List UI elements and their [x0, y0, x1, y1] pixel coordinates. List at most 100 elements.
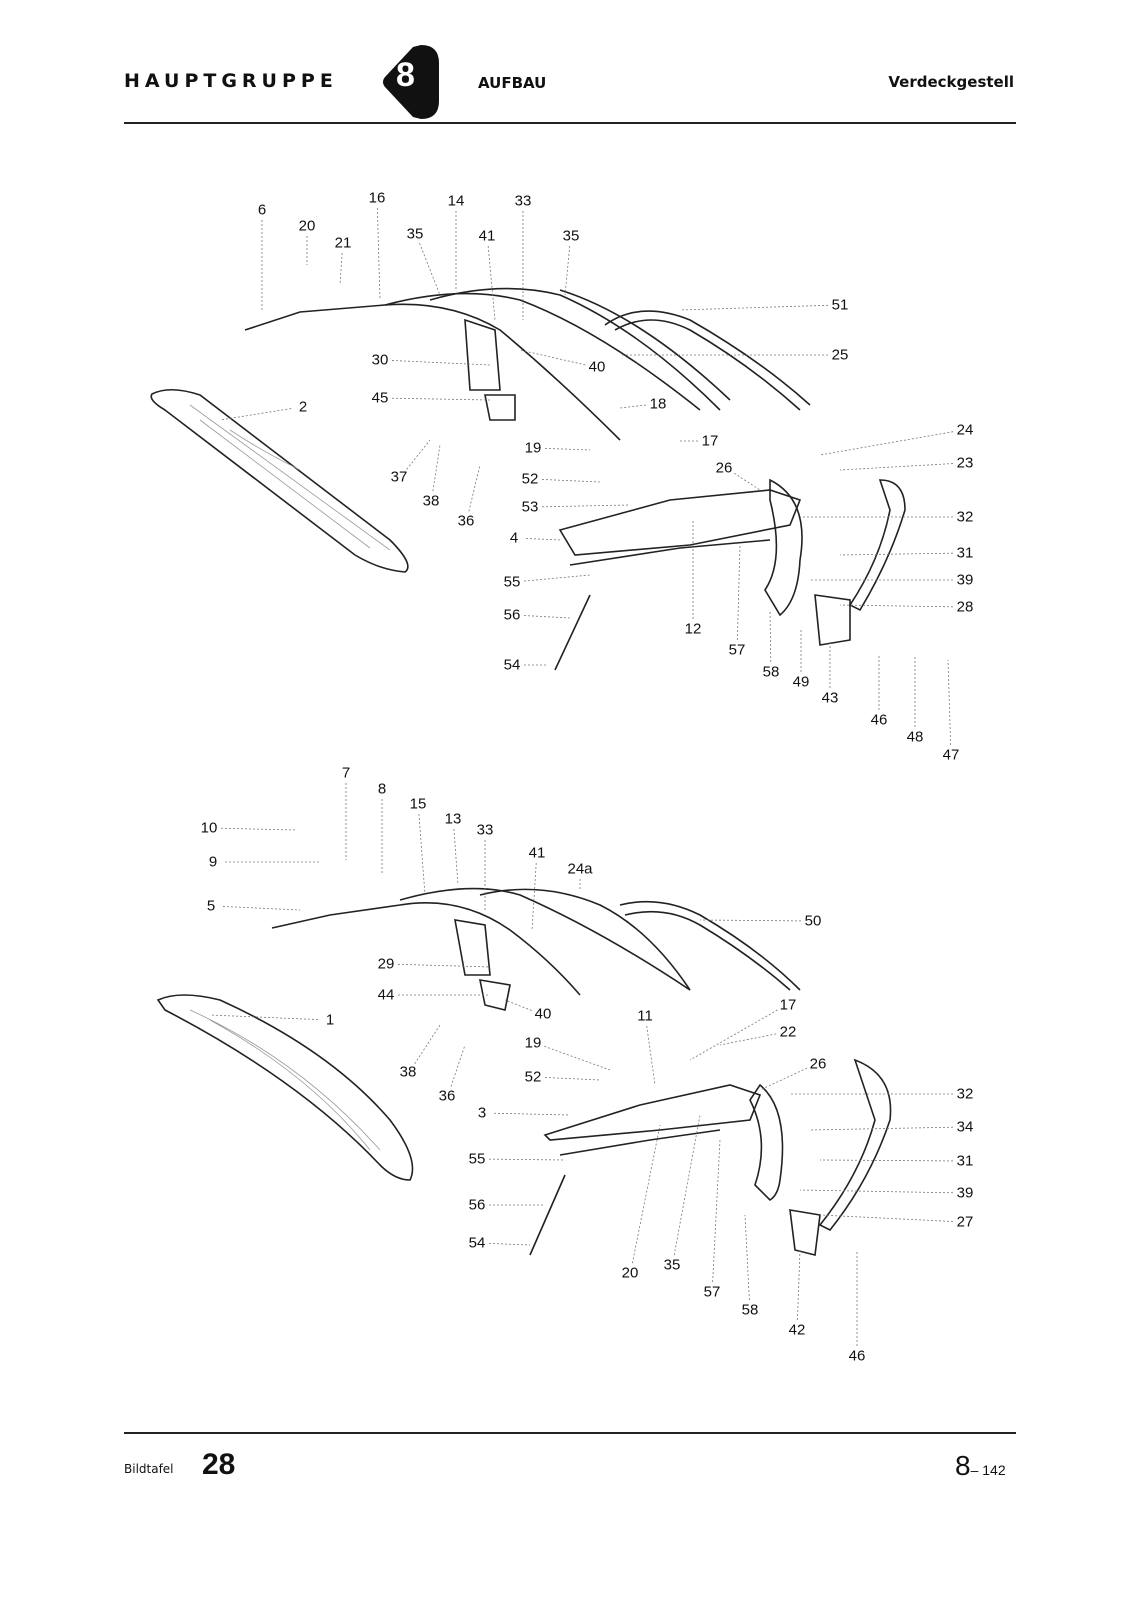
leader-line	[839, 552, 954, 556]
top-diagram-callout: 31	[956, 544, 974, 562]
bottom-diagram-callout: 29	[377, 955, 395, 973]
bottom-diagram-callout: 44	[377, 986, 395, 1004]
leader-line	[504, 999, 532, 1011]
leader-line	[222, 906, 301, 911]
leader-line	[488, 1242, 531, 1246]
leader-line	[689, 1009, 778, 1061]
top-diagram-callout: 28	[956, 598, 974, 616]
leader-line	[453, 828, 459, 886]
frame-bow-top-3	[604, 310, 811, 406]
bottom-diagram-callout: 22	[779, 1023, 797, 1041]
wood-panel-bottom	[156, 994, 414, 1181]
top-diagram-callout: 35	[406, 225, 424, 243]
leader-line	[525, 538, 561, 541]
bottom-diagram-callout: 39	[956, 1184, 974, 1202]
top-diagram-callout: 12	[684, 620, 702, 638]
side-rail-bottom	[543, 1084, 762, 1141]
top-diagram-callout: 41	[478, 227, 496, 245]
leader-line	[799, 1189, 954, 1194]
frame-bow-bottom-2	[479, 888, 691, 991]
leader-line	[220, 827, 296, 831]
leader-line	[679, 304, 829, 311]
leader-line	[488, 1158, 566, 1161]
top-diagram-callout: 18	[649, 395, 667, 413]
top-diagram-callout: 46	[870, 711, 888, 729]
leader-line	[450, 1044, 466, 1087]
leader-line	[819, 1159, 954, 1162]
leader-line	[544, 447, 591, 451]
top-diagram-callout: 16	[368, 189, 386, 207]
bottom-diagram-callout: 32	[956, 1085, 974, 1103]
bottom-diagram-callout: 20	[621, 1264, 639, 1282]
top-diagram-callout: 21	[334, 234, 352, 252]
top-diagram-callout: 45	[371, 389, 389, 407]
bottom-diagram-callout: 38	[399, 1063, 417, 1081]
leader-line	[391, 360, 491, 366]
leader-line	[646, 1025, 656, 1086]
leader-line	[619, 404, 647, 409]
top-diagram-callout: 24	[956, 421, 974, 439]
top-diagram-callout: 53	[521, 498, 539, 516]
leader-line	[631, 1124, 661, 1264]
leader-line	[712, 1139, 721, 1283]
top-diagram-callout: 23	[956, 454, 974, 472]
bottom-diagram-callout: 13	[444, 810, 462, 828]
leader-line	[734, 472, 761, 491]
bottom-diagram-callout: 50	[804, 912, 822, 930]
top-diagram-callout: 26	[715, 459, 733, 477]
top-diagram-callout: 19	[524, 439, 542, 457]
bottom-diagram-callout: 15	[409, 795, 427, 813]
leader-line	[809, 1126, 954, 1131]
bottom-diagram-callout: 8	[377, 780, 387, 798]
bottom-diagram-callout: 11	[637, 1007, 653, 1025]
frame-bow-bottom-3	[619, 900, 801, 991]
leader-line	[391, 397, 491, 401]
rear-arm-top	[764, 478, 803, 617]
leader-line	[468, 464, 481, 512]
top-diagram-callout: 52	[521, 470, 539, 488]
leader-line	[736, 544, 741, 641]
top-diagram-callout: 38	[422, 492, 440, 510]
top-diagram-callout: 20	[298, 217, 316, 235]
bottom-diagram-callout: 24a	[567, 860, 593, 878]
leader-line	[487, 245, 496, 321]
leader-line	[531, 862, 537, 931]
top-diagram-callout: 37	[390, 468, 408, 486]
leader-line	[699, 919, 802, 922]
bottom-diagram-callout: 35	[663, 1256, 681, 1274]
footer-divider	[124, 1432, 1016, 1434]
bottom-diagram-callout: 34	[956, 1118, 974, 1136]
leader-line	[839, 604, 954, 608]
bottom-diagram-callout: 33	[476, 821, 494, 839]
leader-line	[418, 813, 426, 896]
bottom-diagram-callout: 55	[468, 1150, 486, 1168]
leader-line	[759, 1067, 808, 1091]
top-diagram-callout: 40	[588, 358, 606, 376]
leader-line	[541, 479, 601, 483]
top-diagram-callout: 47	[942, 746, 960, 764]
leader-line	[744, 1214, 750, 1301]
leader-line	[339, 252, 343, 286]
bottom-diagram-callout: 27	[956, 1213, 974, 1231]
bottom-diagram-callout: 7	[341, 764, 351, 782]
group-number-badge	[383, 45, 439, 119]
top-diagram-callout: 57	[728, 641, 746, 659]
leader-line	[414, 1024, 441, 1064]
top-diagram-callout: 48	[906, 728, 924, 746]
top-diagram-callout: 2	[298, 398, 308, 416]
bottom-diagram-callout: 3	[477, 1104, 487, 1122]
top-diagram-callout: 43	[821, 689, 839, 707]
bottom-diagram-callout: 31	[956, 1152, 974, 1170]
leader-line	[376, 207, 381, 301]
leader-line	[544, 1045, 611, 1071]
bottom-diagram-callout: 42	[788, 1321, 806, 1339]
top-diagram-callout: 32	[956, 508, 974, 526]
top-diagram-callout: 58	[762, 663, 780, 681]
top-diagram-callout: 49	[792, 673, 810, 691]
leader-line	[564, 245, 571, 296]
header-divider	[124, 122, 1016, 124]
bottom-diagram-callout: 52	[524, 1068, 542, 1086]
frame-bow-top-1	[244, 303, 621, 441]
top-diagram-callout: 6	[257, 201, 267, 219]
top-diagram-callout: 25	[831, 346, 849, 364]
